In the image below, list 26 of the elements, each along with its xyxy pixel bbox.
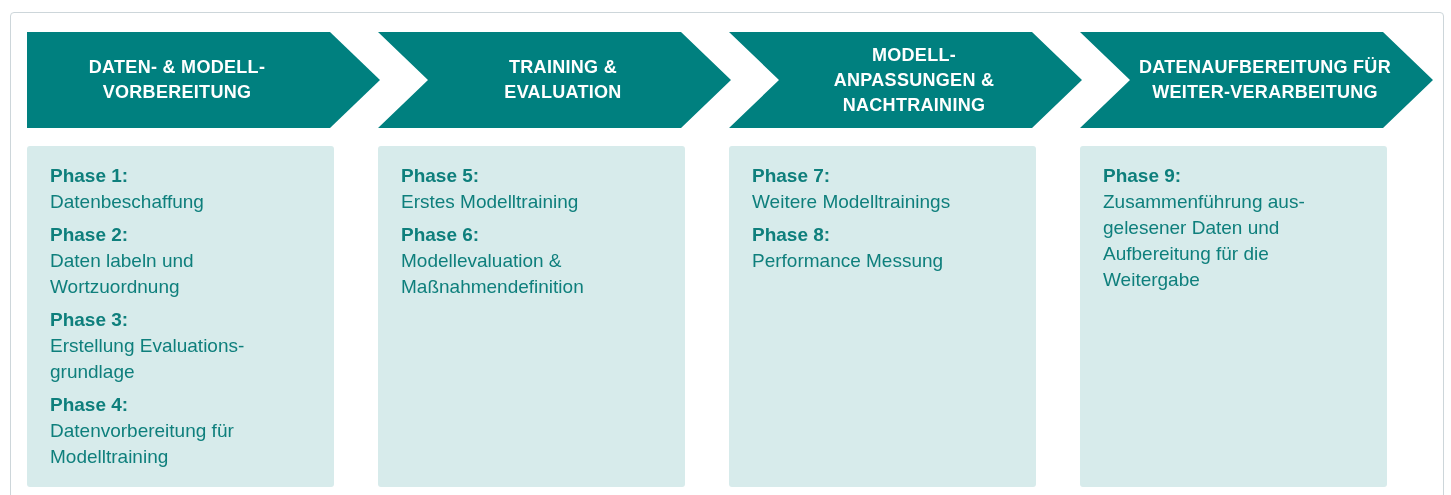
phase-description: Erstellung Evaluations-grundlage xyxy=(50,334,246,384)
phase-label: Phase 9: xyxy=(1103,164,1183,188)
stage-heading: TRAINING & EVALUATION xyxy=(503,56,623,104)
phase-label: Phase 3: xyxy=(50,308,130,332)
phase-description: Erstes Modelltraining xyxy=(401,190,580,214)
phase-panel xyxy=(1080,146,1387,487)
phase-description: Datenvorbereitung für Modelltraining xyxy=(50,419,235,469)
phase-description: Performance Messung xyxy=(752,249,945,273)
phase-label: Phase 8: xyxy=(752,223,832,247)
phase-description: Weitere Modelltrainings xyxy=(752,190,952,214)
phase-panel xyxy=(378,146,685,487)
stage-heading: DATEN- & MODELL-VORBEREITUNG xyxy=(87,56,267,104)
stage-heading: MODELL-ANPASSUNGEN & NACHTRAINING xyxy=(832,43,996,117)
phase-label: Phase 5: xyxy=(401,164,481,188)
stage-heading: DATENAUFBEREITUNG FÜR WEITER-VERARBEITUNG xyxy=(1138,56,1392,104)
phase-label: Phase 7: xyxy=(752,164,832,188)
phase-label: Phase 2: xyxy=(50,223,130,247)
phase-label: Phase 1: xyxy=(50,164,130,188)
phase-label: Phase 4: xyxy=(50,393,130,417)
phase-description: Datenbeschaffung xyxy=(50,190,205,214)
phase-description: Zusammenführung aus-gelesener Daten und Aufbereitung für die Weitergabe xyxy=(1103,190,1306,292)
phase-panel xyxy=(27,146,334,487)
phase-panel xyxy=(729,146,1036,487)
phase-label: Phase 6: xyxy=(401,223,481,247)
phase-description: Daten labeln und Wortzuordnung xyxy=(50,249,195,299)
phase-description: Modellevaluation & Maßnahmendefinition xyxy=(401,249,585,299)
